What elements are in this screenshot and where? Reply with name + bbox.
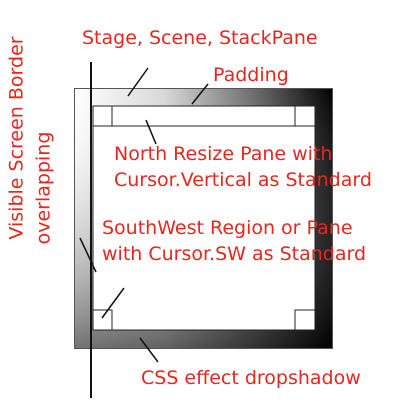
label-stage-scene: Stage, Scene, StackPane	[82, 27, 318, 49]
pointer-screen-border	[79, 237, 97, 273]
southwest-region	[92, 309, 113, 331]
pointer-southwest	[101, 287, 125, 319]
label-southwest-line1: SouthWest Region or Pane	[102, 217, 353, 239]
north-resize-pane	[92, 105, 316, 127]
southeast-region	[294, 309, 316, 331]
label-border-line2: overlapping	[32, 131, 55, 245]
pointer-north-pane	[145, 119, 157, 145]
pointer-padding	[191, 83, 209, 105]
pointer-stage-scene	[127, 67, 149, 97]
label-north-line2: Cursor.Vertical as Standard	[114, 169, 372, 191]
label-border-line1: Visible Screen Border	[5, 36, 28, 240]
north-west-corner-region	[92, 105, 113, 127]
label-north-line1: North Resize Pane with	[114, 143, 333, 165]
north-east-corner-region	[294, 105, 316, 127]
label-dropshadow: CSS effect dropshadow	[141, 367, 361, 389]
label-southwest-line2: with Cursor.SW as Standard	[102, 243, 367, 265]
pointer-dropshadow	[139, 337, 159, 363]
label-padding: Padding	[213, 64, 289, 86]
